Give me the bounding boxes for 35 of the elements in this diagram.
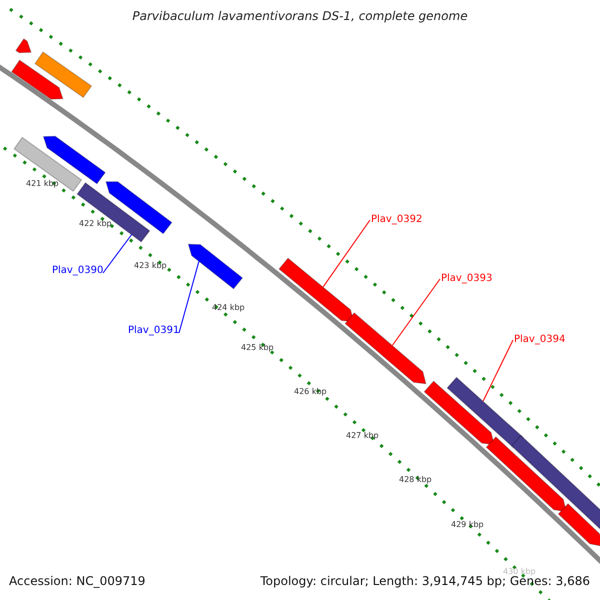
title: Parvibaculum lavamentivorans DS-1, complete genome — [131, 10, 469, 22]
gene-bar — [13, 136, 82, 192]
gene-label: Plav_0394 — [514, 335, 566, 345]
gene-bar — [15, 38, 32, 54]
gene-label: Plav_0393 — [441, 274, 492, 284]
leader-line — [322, 220, 370, 288]
gene-bar — [11, 60, 64, 100]
gene-bar — [558, 503, 600, 547]
tick-label: 422 kbp — [79, 220, 112, 228]
gene-bar — [344, 312, 427, 384]
gene-bar — [424, 380, 495, 446]
leader-line — [102, 234, 132, 274]
gene-label: Plav_0390 — [52, 266, 104, 276]
footer-text: Accession: NC_009719 — [9, 575, 146, 587]
gene-bar — [278, 258, 354, 322]
gene-bar — [34, 51, 92, 98]
tick-label: 424 kbp — [212, 304, 245, 312]
footer-text: Topology: circular; Length: 3,914,745 bp; Genes: 3,686 — [260, 575, 590, 587]
gene-bar — [486, 436, 567, 512]
gene-bar — [188, 244, 244, 290]
gene-label: Plav_0391 — [128, 326, 180, 336]
tick-label: 423 kbp — [134, 262, 167, 270]
tick-label: 427 kbp — [346, 432, 379, 440]
leader-line — [482, 340, 514, 402]
leader-line — [392, 278, 440, 346]
tick-label: 430 kbp — [503, 568, 536, 576]
gene-bar — [76, 182, 150, 243]
tick-label: 426 kbp — [294, 388, 327, 396]
gene-label: Plav_0392 — [371, 215, 422, 225]
tick-label: 425 kbp — [241, 344, 274, 352]
tick-label: 428 kbp — [399, 476, 432, 484]
gene-bar — [446, 376, 524, 448]
tick-label: 429 kbp — [451, 521, 484, 529]
tick-label: 421 kbp — [26, 180, 59, 188]
leader-line — [178, 260, 200, 334]
